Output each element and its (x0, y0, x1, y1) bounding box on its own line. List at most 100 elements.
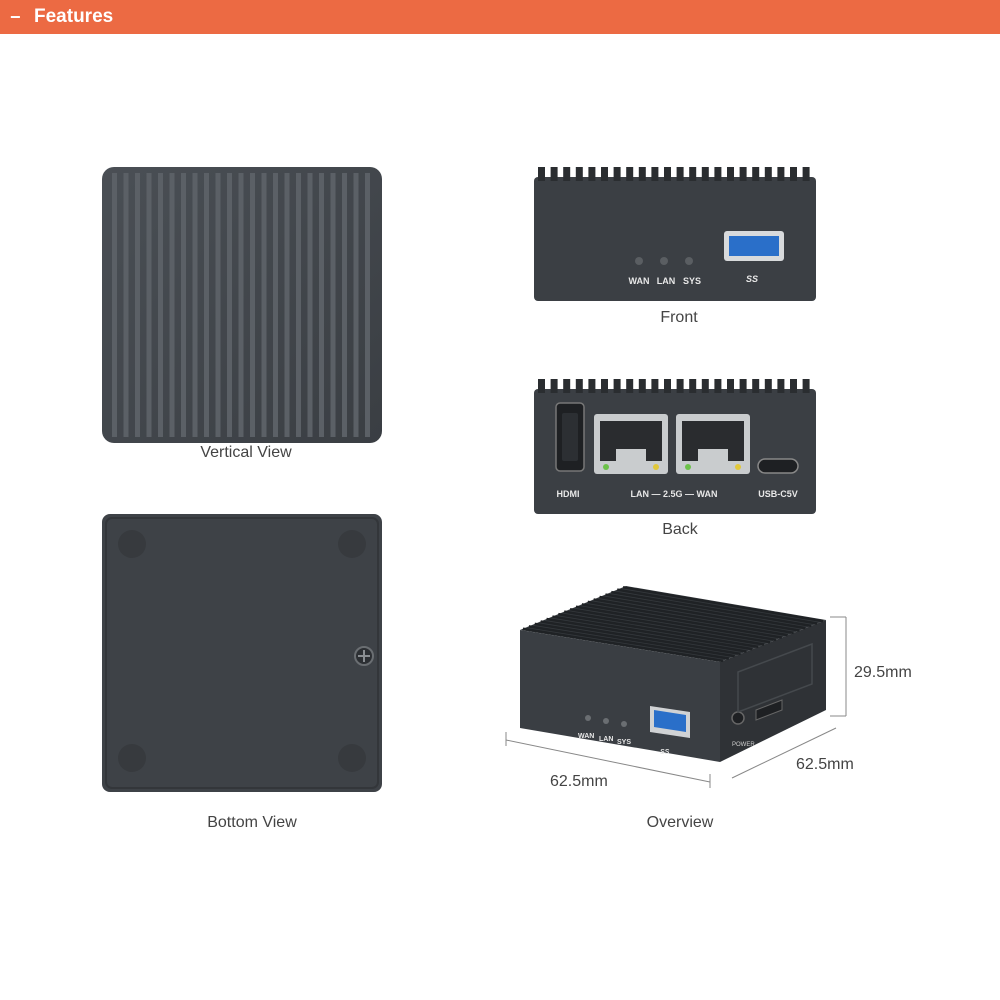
heatsink-fin (676, 379, 684, 393)
heatsink-fin (319, 173, 324, 437)
heatsink-fin (651, 167, 659, 181)
front-usb-label: SS (746, 274, 758, 284)
heatsink-fin (227, 173, 232, 437)
heatsink-fin (601, 379, 608, 393)
heatsink-fin (739, 167, 747, 181)
heatsink-fin (613, 167, 621, 181)
back-hdmi-label: HDMI (557, 489, 580, 499)
heatsink-fin (123, 173, 129, 437)
front-view-caption: Front (660, 309, 698, 326)
heatsink-fin (215, 173, 221, 437)
overview-image: WAN LAN SYS SS POWER 29.5mm 62.5mm 62.5m… (500, 582, 930, 792)
back-view-caption: Back (662, 521, 698, 538)
front-view-image: WAN LAN SYS SS (534, 167, 816, 302)
overview-usb-label: SS (660, 749, 670, 756)
heatsink-fin (727, 379, 734, 393)
heatsink-fin (538, 167, 545, 181)
heatsink-fin (563, 167, 571, 181)
heatsink-fin (764, 167, 772, 181)
heatsink-fin (135, 173, 140, 437)
overview-led-label-sys: SYS (617, 739, 631, 746)
heatsink-fin (158, 173, 163, 437)
heatsink-fin (802, 379, 810, 393)
heatsink-fin (613, 379, 621, 393)
heatsink-fin (605, 593, 806, 630)
heatsink-fin (752, 379, 760, 393)
heatsink-fin (181, 173, 186, 437)
overview-height-dimension: 29.5mm (854, 664, 912, 681)
heatsink-fin (528, 625, 730, 660)
heatsink-fin (575, 605, 777, 642)
heatsink-fin (638, 379, 646, 393)
overview-depth-dimension: 62.5mm (796, 756, 854, 773)
back-ports-label: LAN — 2.5G — WAN (630, 489, 717, 499)
heatsink-fin (626, 379, 634, 393)
heatsink-fin (296, 173, 301, 437)
heatsink-fin (284, 173, 290, 437)
heatsink-fin (651, 379, 659, 393)
heatsink-fin (192, 173, 198, 437)
heatsink-fin (250, 173, 255, 437)
heatsink-fin (307, 173, 313, 437)
back-view-image: HDMI LAN — 2.5G — WAN USB-C5V (534, 379, 816, 515)
heatsink-fin (112, 173, 117, 437)
overview-led-label-wan: WAN (578, 733, 594, 740)
heatsink-fin (777, 167, 785, 181)
heatsink-fin (575, 379, 583, 393)
heatsink-fin (616, 588, 818, 625)
heatsink-fin (588, 167, 596, 181)
overview-led-label-lan: LAN (599, 736, 613, 743)
heatsink-fin (676, 167, 684, 181)
heatsink-fin (569, 607, 771, 644)
back-usbc-label: USB-C5V (758, 489, 798, 499)
front-led-label-lan: LAN (657, 276, 676, 286)
heatsink-fin (701, 379, 709, 393)
heatsink-fin (238, 173, 244, 437)
bottom-view-caption: Bottom View (207, 814, 297, 831)
heatsink-fin (593, 598, 794, 635)
heatsink-fin (261, 173, 267, 437)
front-led-label-sys: SYS (683, 276, 701, 286)
heatsink-fin (353, 173, 359, 437)
heatsink-fin (522, 627, 724, 663)
heatsink-fin (365, 173, 370, 437)
heatsink-fin (764, 379, 772, 393)
heatsink-fin (552, 615, 753, 651)
heatsink-fin (790, 167, 797, 181)
heatsink-fin (664, 379, 671, 393)
heatsink-fin (581, 603, 783, 639)
vertical-view-caption: Vertical View (200, 444, 292, 461)
heatsink-fin (664, 167, 671, 181)
heatsink-fin (599, 595, 800, 632)
heatsink-fin (273, 173, 278, 437)
section-title: Features (34, 6, 114, 27)
heatsink-fin (689, 167, 697, 181)
heatsink-fin (727, 167, 734, 181)
heatsink-fin (587, 600, 788, 637)
heatsink-fin (563, 379, 571, 393)
collapse-icon[interactable]: − (10, 6, 21, 27)
heatsink-fin (626, 167, 634, 181)
heatsink-fin (714, 167, 722, 181)
vertical-view-image (102, 167, 382, 443)
heatsink-fin (611, 590, 812, 628)
heatsink-fin (550, 167, 558, 181)
heatsink-fin (204, 173, 209, 437)
heatsink-fin (752, 167, 760, 181)
heatsink-fin (739, 379, 747, 393)
heatsink-fin (558, 612, 759, 649)
overview-width-dimension: 62.5mm (550, 773, 608, 790)
heatsink-fin (546, 617, 747, 653)
heatsink-fin (146, 173, 152, 437)
heatsink-fin (563, 610, 765, 646)
heatsink-fin (588, 379, 596, 393)
heatsink-fin (777, 379, 785, 393)
heatsink-fin (550, 379, 558, 393)
heatsink-fin (330, 173, 336, 437)
heatsink-fin (689, 379, 697, 393)
features-section-header[interactable]: − Features (0, 0, 1000, 34)
front-led-label-wan: WAN (629, 276, 650, 286)
heatsink-fin (701, 167, 709, 181)
heatsink-fin (575, 167, 583, 181)
heatsink-fin (538, 379, 545, 393)
